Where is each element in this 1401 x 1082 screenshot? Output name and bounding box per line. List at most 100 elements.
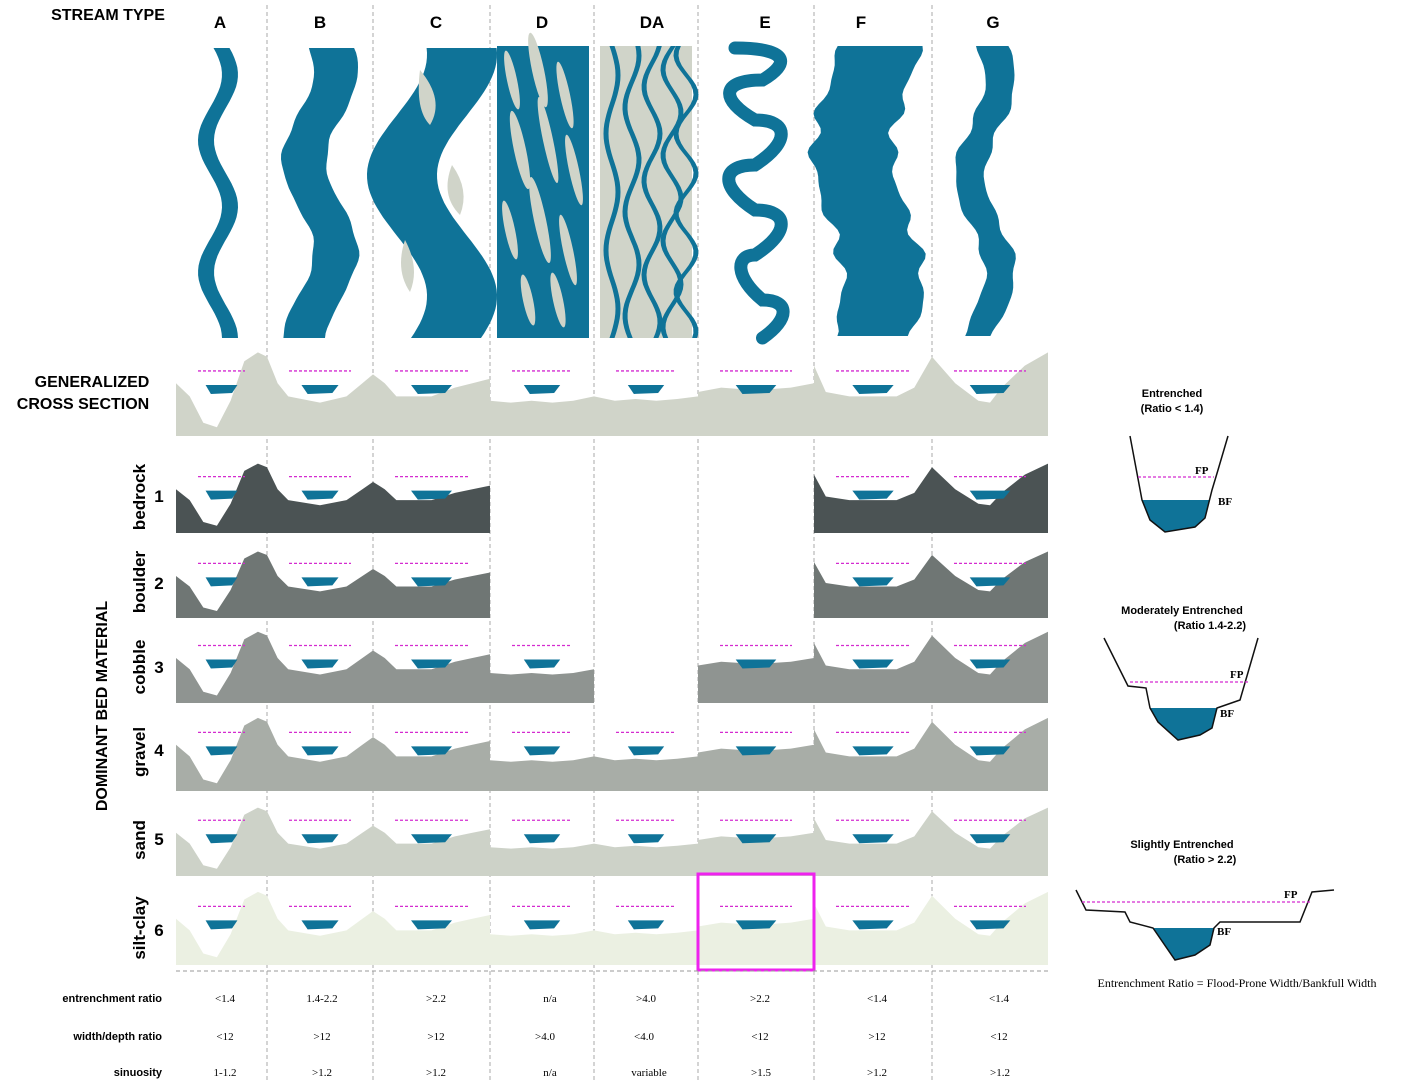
bed-silt-clay-water-B (301, 920, 339, 930)
bed-silt-clay-water-A (205, 920, 238, 930)
bed-bedrock-profile-B (267, 467, 373, 533)
bed-gravel-profile-F (814, 721, 932, 791)
bed-bedrock-profile-F (814, 467, 932, 533)
bed-gravel-profile-G (932, 717, 1048, 791)
cross-section-band (176, 352, 1048, 436)
bed-bedrock-profile-G (932, 463, 1048, 533)
planform-D-bar (529, 176, 551, 264)
bed-boulder-water-A (205, 577, 238, 587)
cross-section-profile-E (698, 383, 814, 436)
bed-row-labels: bedrock 1 boulder 2 cobble 3 gravel 4 sa… (130, 463, 164, 959)
metric-value: <1.4 (215, 993, 235, 1005)
planform-DA-channel (673, 46, 699, 338)
bed-cobble-water-E (735, 659, 777, 669)
metric-value: <12 (990, 1031, 1007, 1043)
bed-sand-profile-C (373, 825, 490, 876)
planform-DA-channel (622, 46, 642, 338)
planform-D-bar (550, 272, 566, 328)
slight-section-diagram: FP BF (1075, 889, 1335, 961)
bed-sand-water-B (301, 834, 339, 844)
plan-view-channels (198, 32, 1016, 345)
row-label-sand: sand (130, 820, 149, 860)
bed-boulder-band (176, 551, 1048, 618)
bed-sand-water-A (205, 834, 238, 844)
cross-section-water-B (301, 384, 339, 394)
planform-G (955, 46, 1016, 336)
metric-value: >2.2 (750, 993, 770, 1005)
slight-fp-label: FP (1284, 889, 1298, 901)
bed-sand-water-D (523, 834, 561, 844)
metric-value: n/a (543, 1067, 557, 1079)
entrenched-water (1142, 500, 1210, 532)
bed-silt-clay-water-F (852, 920, 894, 930)
cross-section-profile-F (814, 356, 932, 436)
planform-D-bar (537, 96, 559, 184)
cross-section-profile-D (490, 396, 594, 436)
planform-C-bar (401, 240, 414, 292)
header-DA: DA (640, 13, 665, 32)
bed-sand-profile-B (267, 811, 373, 876)
bed-cobble-profile-E (698, 658, 814, 703)
cross-section-profile-B (267, 356, 373, 436)
metric-value: >1.2 (312, 1067, 332, 1079)
bed-boulder-profile-A (176, 551, 267, 618)
row-number-1: 1 (154, 487, 163, 506)
bed-gravel-band (176, 717, 1048, 791)
stream-type-title: STREAM TYPE (51, 7, 165, 24)
bed-gravel-water-E (735, 746, 777, 756)
metric-name-sinuosity: sinuosity (114, 1067, 163, 1079)
row-label-bedrock: bedrock (130, 463, 149, 530)
legend-slight-ratio: (Ratio > 2.2) (1174, 854, 1237, 866)
bed-gravel-profile-B (267, 721, 373, 791)
cross-section-water-D (523, 384, 561, 394)
bed-silt-clay-profile-A (176, 891, 267, 965)
bed-silt-clay-profile-D (490, 930, 594, 965)
bed-gravel-profile-D (490, 756, 594, 791)
metric-value: >1.5 (751, 1067, 771, 1079)
bed-silt-clay-water-G (969, 920, 1011, 930)
bed-gravel-profile-E (698, 744, 814, 791)
bed-sand-water-C (411, 834, 452, 844)
highlight-box-silt-clay-E (696, 872, 816, 972)
bed-silt-clay-water-C (411, 920, 452, 930)
row-number-4: 4 (154, 741, 164, 760)
legend-entrenched-title: Entrenched (1142, 388, 1203, 400)
bed-bedrock-water-A (205, 490, 238, 500)
header-A: A (214, 13, 226, 32)
planform-DA-channel (641, 46, 663, 338)
bed-gravel-water-DA (627, 746, 665, 756)
metric-value: >12 (427, 1031, 444, 1043)
slight-banks (1075, 889, 1335, 961)
metric-value: variable (631, 1067, 667, 1079)
bed-silt-clay-water-DA (627, 920, 665, 930)
bed-silt-clay-water-E (735, 920, 777, 930)
bed-boulder-profile-B (267, 555, 373, 618)
bed-cobble-water-C (411, 659, 452, 669)
moderate-water (1150, 708, 1217, 740)
metric-value: <12 (216, 1031, 233, 1043)
cross-section-water-A (205, 384, 238, 394)
planform-D-bar (520, 274, 536, 326)
bed-silt-clay-profile-E (698, 918, 814, 965)
planform-D-bar (559, 214, 577, 286)
row-label-gravel: gravel (130, 727, 149, 777)
cross-section-profile-C (373, 374, 490, 436)
bed-cobble-water-F (852, 659, 894, 669)
generalized-cross-section (176, 352, 1048, 436)
bed-sand-water-E (735, 834, 777, 844)
bed-sand-profile-A (176, 807, 267, 876)
entrenchment-legend: Entrenched (Ratio < 1.4) FP BF Moderatel… (1075, 388, 1377, 990)
bed-sand-profile-D (490, 843, 594, 876)
bed-bedrock-profile-A (176, 463, 267, 533)
slight-water (1153, 928, 1214, 960)
bed-sand-profile-G (932, 807, 1048, 876)
bed-boulder-water-F (852, 577, 894, 587)
planform-C-bar (418, 70, 436, 125)
row-label-boulder: boulder (130, 550, 149, 613)
planform-E (722, 41, 790, 345)
cross-section-water-DA (627, 384, 665, 394)
bed-silt-clay-band (176, 891, 1048, 965)
header-D: D (536, 13, 548, 32)
bed-gravel-profile-C (373, 737, 490, 791)
bed-gravel-water-B (301, 746, 339, 756)
